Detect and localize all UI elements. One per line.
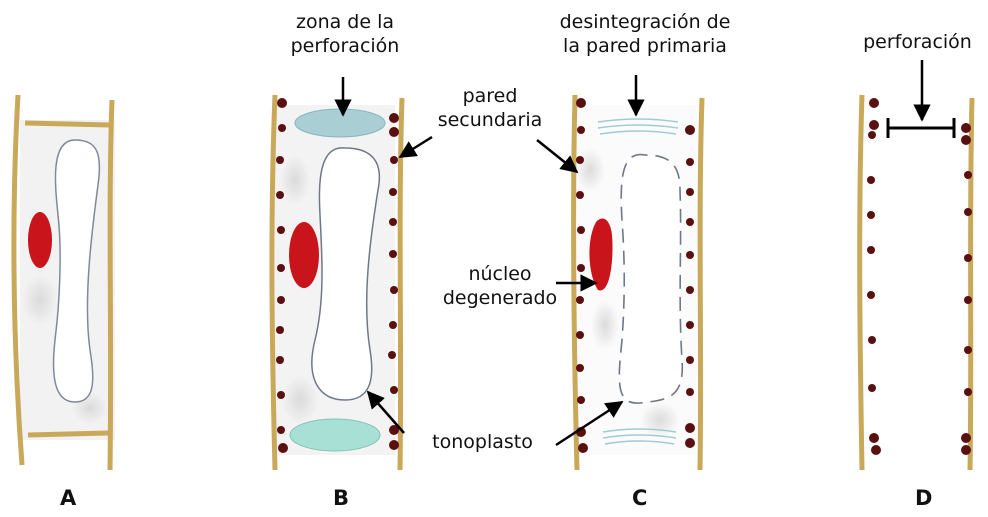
- label-tonoplasto: tonoplasto: [415, 430, 550, 454]
- cell-c-cytoplasm-spot: [591, 300, 619, 350]
- label-pared-secundaria: pared secundaria: [430, 84, 550, 132]
- cell-b-cytoplasm-spot: [280, 155, 310, 205]
- label-desint-line2: la pared primaria: [545, 34, 745, 58]
- cell-a-bottom-wall: [28, 433, 108, 435]
- cell-c-cytoplasm-spot: [640, 402, 680, 438]
- label-zona-perforacion: zona de la perforación: [270, 10, 420, 58]
- arrow-pared-secundaria-c: [537, 140, 577, 172]
- cell-b-perforation-zone-top: [295, 109, 385, 137]
- cell-a-nucleus: [28, 212, 52, 268]
- label-nucleo-degenerado: núcleo degenerado: [440, 262, 560, 310]
- cell-d-left-wall: [860, 95, 862, 470]
- label-nucleo-line2: degenerado: [440, 286, 560, 310]
- label-zona-line2: perforación: [270, 34, 420, 58]
- cell-c-tonoplast-fragmented: [619, 155, 682, 404]
- label-perforacion-text: perforación: [855, 30, 980, 54]
- cell-b-right-wall: [400, 98, 402, 470]
- cell-a-cytoplasm-spot: [22, 275, 58, 325]
- cell-b-nucleus: [289, 222, 319, 288]
- panel-letter-c: C: [632, 486, 647, 510]
- label-pared-line1: pared: [430, 84, 550, 108]
- cell-d: [860, 95, 972, 470]
- label-pared-line2: secundaria: [430, 108, 550, 132]
- panel-letter-a: A: [60, 486, 76, 510]
- cell-b-perforation-zone-bottom: [290, 419, 380, 451]
- cell-b-cytoplasm-spot: [282, 375, 318, 425]
- label-perforacion: perforación: [855, 30, 980, 54]
- perforation-bracket: [888, 118, 954, 138]
- cell-b: [272, 95, 402, 470]
- panel-letter-b: B: [333, 486, 349, 510]
- arrow-pared-secundaria-b: [400, 137, 432, 157]
- label-nucleo-line1: núcleo: [440, 262, 560, 286]
- label-desintegracion: desintegración de la pared primaria: [545, 10, 745, 58]
- cell-b-left-wall: [272, 95, 275, 470]
- label-desint-line1: desintegración de: [545, 10, 745, 34]
- cell-c-cytoplasm-spot: [575, 148, 605, 192]
- label-tonoplasto-text: tonoplasto: [415, 430, 550, 454]
- cell-d-wall-thickenings: [867, 98, 972, 455]
- cell-a-top-wall: [25, 123, 110, 125]
- cell-a: [14, 95, 115, 470]
- cell-a-right-wall: [110, 100, 112, 470]
- cell-d-right-wall: [970, 98, 972, 470]
- cell-c-right-wall: [700, 98, 702, 470]
- panel-letter-d: D: [915, 486, 932, 510]
- label-zona-line1: zona de la: [270, 10, 420, 34]
